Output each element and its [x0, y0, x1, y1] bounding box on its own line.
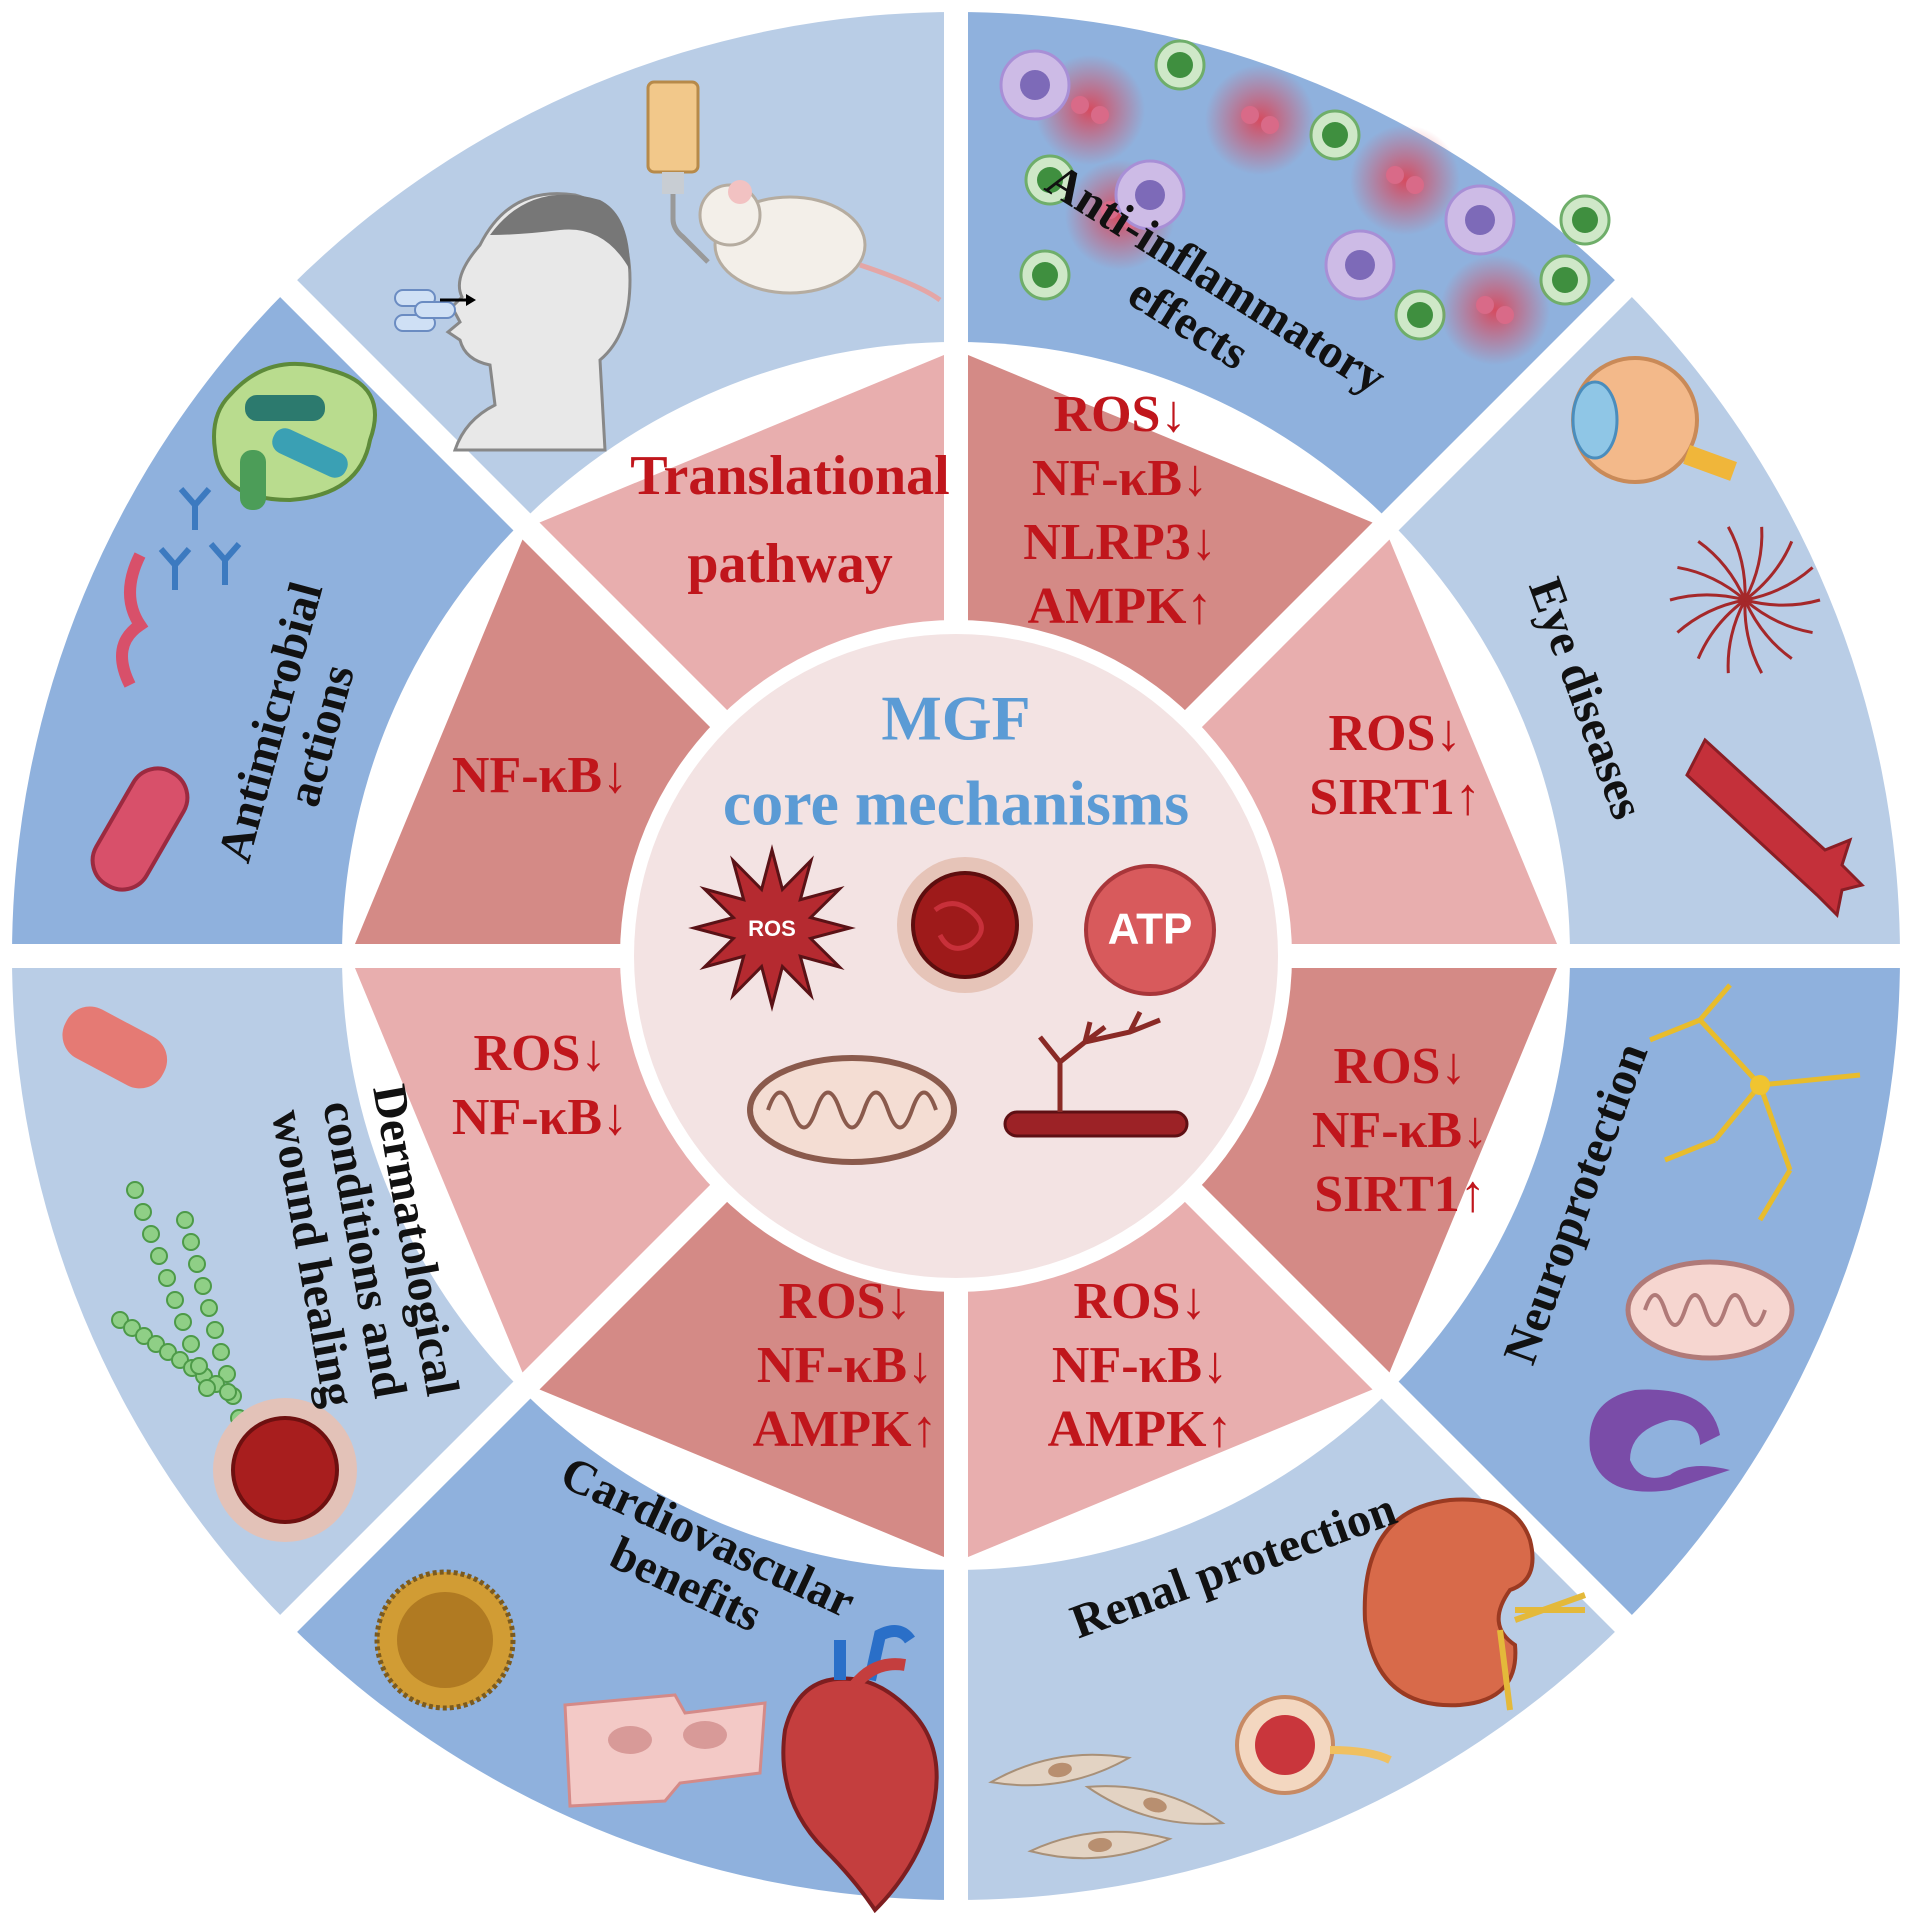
cardiomyocyte-icon — [563, 1693, 767, 1808]
neuron-icon — [1649, 983, 1861, 1222]
immune-cells-icon — [999, 39, 1611, 365]
ros-badge-label: ROS — [748, 916, 796, 941]
inner-title-translational: Translational pathway — [630, 445, 949, 595]
ros-badge-icon: ROS — [688, 844, 856, 1012]
outer-sector-anti-inflammatory — [1381, 288, 1900, 956]
mitochondrion-icon — [747, 1055, 957, 1165]
lipoprotein-icon — [374, 1569, 516, 1711]
mechanisms-derm-line: NF-κB↓ — [452, 1089, 628, 1146]
mechanisms-derm-line: ROS↓ — [474, 1025, 607, 1082]
atp-badge-label: ATP — [1108, 905, 1193, 954]
mitochondrion-icon — [1625, 1259, 1795, 1361]
blood-vessel-icon — [1003, 1010, 1189, 1138]
mechanisms-anti-inflammatory: ROS↓ NF-κB↓ NLRP3↓ AMPK↑ — [1023, 386, 1217, 635]
mechanisms-anti-inflammatory-line: AMPK↑ — [1028, 578, 1213, 635]
streptococcus-icon — [111, 1181, 248, 1427]
heart-icon — [781, 1625, 939, 1913]
artery-icon — [1685, 737, 1865, 919]
retina-vessels-icon — [1669, 526, 1821, 674]
mechanisms-anti-inflammatory-line: ROS↓ — [1054, 386, 1187, 443]
mechanisms-cardio-line: NF-κB↓ — [757, 1337, 933, 1394]
mechanisms-renal-line: ROS↓ — [1074, 1273, 1207, 1330]
fibroblast-icon — [988, 1753, 1226, 1860]
mechanisms-antimicrobial: NF-κB↓ — [452, 747, 628, 804]
kidney-icon — [1362, 1497, 1587, 1711]
mouse-icon — [698, 180, 942, 303]
mechanisms-derm: ROS↓ NF-κB↓ — [452, 1025, 628, 1146]
mechanisms-renal: ROS↓ NF-κB↓ AMPK↑ — [1048, 1273, 1233, 1458]
eye-icon — [1571, 356, 1737, 484]
core-title-line1: MGF — [881, 683, 1030, 754]
bacterium-icon — [90, 552, 190, 892]
human-head-icon — [445, 192, 632, 452]
feeding-bottle-icon — [646, 80, 710, 264]
mechanisms-anti-inflammatory-line: NF-κB↓ — [1032, 450, 1208, 507]
mechanisms-anti-inflammatory-line: NLRP3↓ — [1023, 514, 1217, 571]
mechanisms-neuro-line: NF-κB↓ — [1312, 1102, 1488, 1159]
atp-badge-icon: ATP — [1084, 864, 1216, 996]
inner-title-translational-line: Translational — [630, 445, 949, 507]
antibody-icon — [158, 487, 242, 590]
outer-sector-cardio — [12, 956, 531, 1624]
core-title-line2: core mechanisms — [723, 768, 1189, 839]
mechanisms-eye-line: ROS↓ — [1329, 705, 1462, 762]
mechanisms-neuro: ROS↓ NF-κB↓ SIRT1↑ — [1312, 1038, 1488, 1223]
bacterium-icon — [62, 1006, 168, 1089]
mechanisms-cardio-line: AMPK↑ — [753, 1401, 938, 1458]
wound-icon — [897, 857, 1033, 993]
illustrations — [62, 39, 1865, 1913]
mechanisms-renal-line: AMPK↑ — [1048, 1401, 1233, 1458]
pills-icon — [394, 289, 476, 332]
mechanisms-cardio-line: ROS↓ — [779, 1273, 912, 1330]
inner-title-translational-line: pathway — [687, 533, 892, 595]
mechanisms-neuro-line: ROS↓ — [1334, 1038, 1467, 1095]
mechanisms-eye: ROS↓ SIRT1↑ — [1309, 705, 1481, 826]
hippocampus-icon — [1589, 1389, 1730, 1492]
skin-wound-icon — [213, 1398, 357, 1542]
mechanisms-antimicrobial-line: NF-κB↓ — [452, 747, 628, 804]
mechanisms-neuro-line: SIRT1↑ — [1314, 1166, 1486, 1223]
glomerulus-icon — [1235, 1695, 1392, 1795]
mechanisms-renal-line: NF-κB↓ — [1052, 1337, 1228, 1394]
mechanisms-cardio: ROS↓ NF-κB↓ AMPK↑ — [753, 1273, 938, 1458]
biofilm-icon — [212, 361, 377, 510]
mechanisms-eye-line: SIRT1↑ — [1309, 769, 1481, 826]
